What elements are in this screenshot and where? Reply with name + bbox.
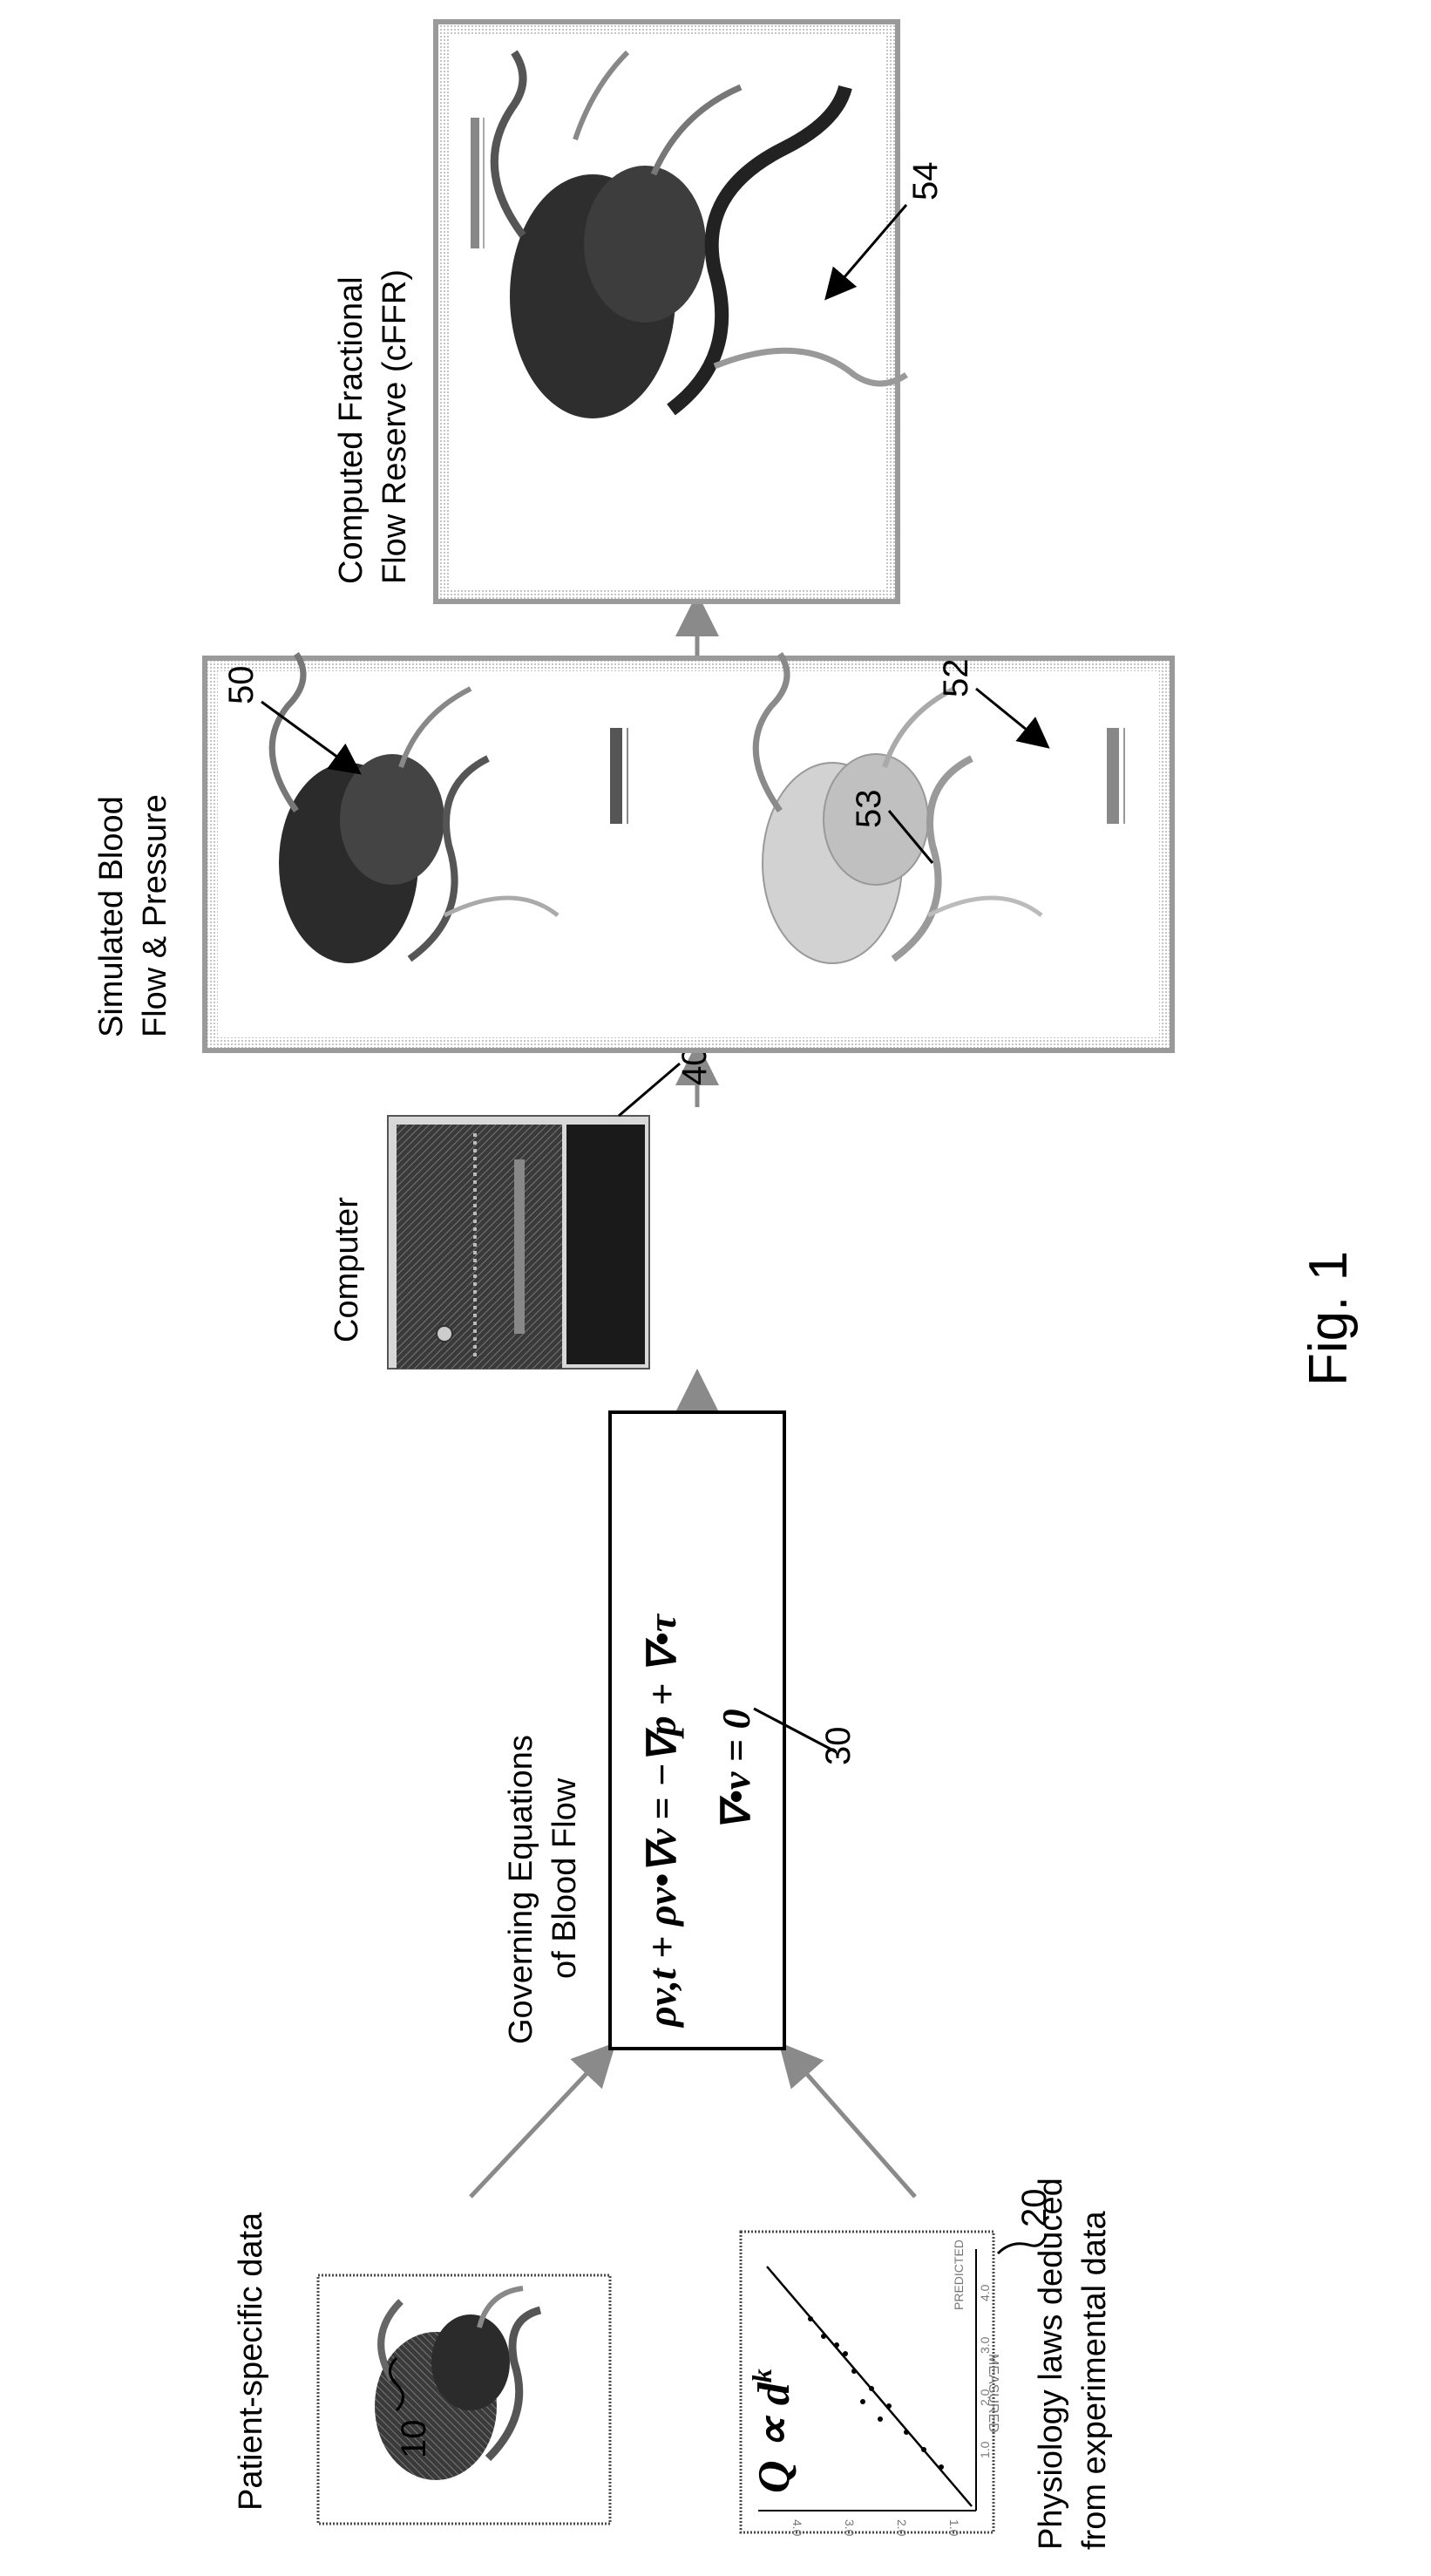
equations-ref: 30 <box>819 1727 858 1766</box>
figure-label: Fig. 1 <box>1299 1251 1359 1386</box>
cffr-panel: Computed Fractional Flow Reserve (cFFR) … <box>333 22 945 602</box>
plot-y-tick: 4.0 <box>790 2519 804 2537</box>
simulation-panel: Simulated Blood Flow & Pressure <box>93 654 1172 1050</box>
vessel-ref: 53 <box>850 790 888 829</box>
cffr-label-line2: Flow Reserve (cFFR) <box>376 269 413 584</box>
cffr-label-line1: Computed Fractional <box>333 276 370 584</box>
computer-tower-side <box>566 1125 645 1364</box>
patient-label: Patient-specific data <box>233 2212 269 2511</box>
equations-panel: Governing Equations of Blood Flow ρv,t +… <box>503 1412 858 2049</box>
arrow-patient-to-equations <box>471 2049 610 2197</box>
plot-y-tick: 3.0 <box>843 2519 857 2537</box>
equations-label-line1: Governing Equations <box>503 1735 539 2044</box>
patient-ref: 10 <box>395 2420 433 2459</box>
patient-panel: Patient-specific data 10 <box>233 2212 610 2524</box>
arrow-physiology-to-equations <box>784 2049 915 2197</box>
simulation-label-line1: Simulated Blood <box>93 796 130 1037</box>
plot-y-tick: 2.0 <box>895 2519 909 2537</box>
plot-formula: Q ∝ dk <box>746 2369 799 2493</box>
computer-tower-main <box>397 1125 562 1369</box>
plot-x-tick: 2.0 <box>978 2389 992 2406</box>
plot-y-tick: 1.0 <box>947 2519 961 2537</box>
equations-frame <box>610 1412 784 2049</box>
plot-x-tick: 1.0 <box>978 2441 992 2458</box>
simulation-label-line2: Flow & Pressure <box>137 794 173 1037</box>
plot-x-tick: 4.0 <box>978 2284 992 2301</box>
computer-label: Computer <box>329 1197 365 1342</box>
equations-label-line2: of Blood Flow <box>546 1777 583 1979</box>
physiology-panel: Q ∝ dk MEASURED PREDICTED 1.0 2.0 3.0 4.… <box>741 2178 1113 2550</box>
plot-x-axis-label: PREDICTED <box>952 2240 966 2310</box>
pressure-ref: 52 <box>937 659 975 698</box>
computer-drive-slot <box>514 1159 525 1334</box>
cffr-ref: 54 <box>906 162 945 201</box>
computer-panel: Computer 40 <box>329 1047 714 1370</box>
physiology-label-line1: Physiology laws deduced <box>1033 2178 1069 2550</box>
physiology-label-line2: from experimental data <box>1076 2211 1113 2550</box>
flow-ref: 50 <box>222 666 261 705</box>
computer-power-button <box>437 1326 452 1342</box>
equation-1: ρv,t + ρv•∇v= −∇p + ∇•τ <box>640 1613 684 2029</box>
computer-ref-leader <box>619 1064 680 1116</box>
plot-x-tick: 3.0 <box>978 2336 992 2354</box>
physiology-ref: 20 <box>1015 2189 1054 2228</box>
equation-2: ∇•v = 0 <box>714 1709 758 1831</box>
